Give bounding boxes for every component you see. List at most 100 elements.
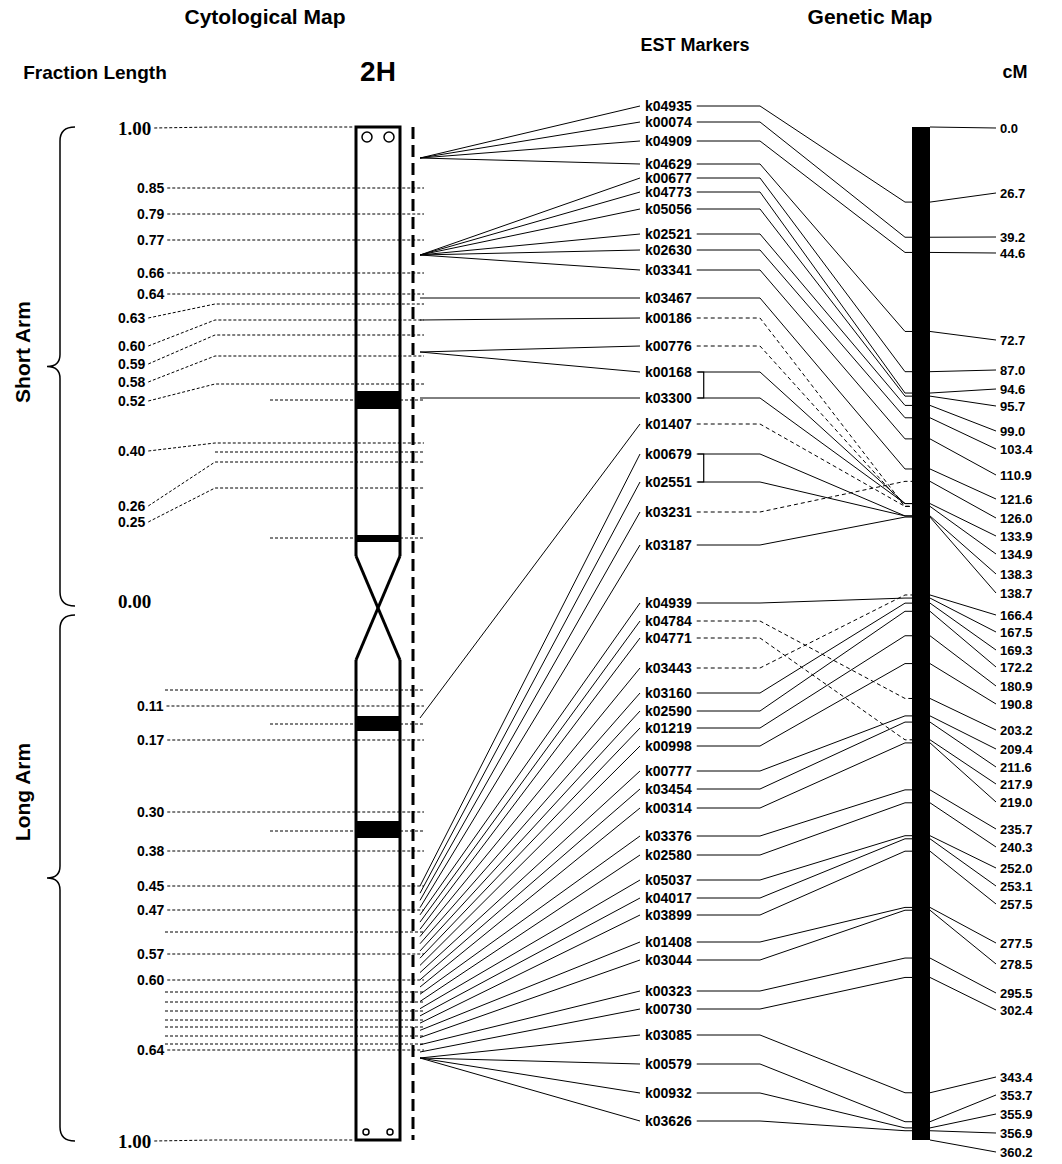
- marker-name: k02521: [645, 227, 692, 241]
- fraction-value: 0.40: [118, 444, 145, 458]
- telomere-circle: [387, 1129, 393, 1135]
- marker-leader: [420, 1035, 640, 1058]
- cm-value: 99.0: [1000, 425, 1025, 438]
- marker-leader: [420, 106, 640, 158]
- marker-to-cm-line: [697, 977, 912, 1009]
- marker-to-cm-line: [697, 250, 912, 418]
- marker-name: k04939: [645, 596, 692, 610]
- marker-to-cm-line: [697, 958, 912, 991]
- fraction-value: 0.85: [137, 181, 164, 195]
- chromosome-outline: [356, 660, 400, 1140]
- marker-leader: [420, 209, 640, 255]
- marker-to-cm-line: [697, 424, 912, 506]
- marker-name: k04773: [645, 185, 692, 199]
- marker-name: k05037: [645, 873, 692, 887]
- cm-value: 94.6: [1000, 383, 1025, 396]
- cm-value: 343.4: [1000, 1071, 1033, 1084]
- fraction-leader: [154, 1140, 354, 1141]
- cm-value: 278.5: [1000, 958, 1033, 971]
- cm-value: 167.5: [1000, 626, 1033, 639]
- cm-leader: [930, 405, 996, 431]
- marker-leader: [420, 1058, 640, 1121]
- telomere-circle: [384, 132, 394, 142]
- linkage-bar: [912, 127, 930, 1140]
- marker-name: k00186: [645, 311, 692, 325]
- cm-value: 240.3: [1000, 841, 1033, 854]
- marker-to-cm-line: [697, 298, 912, 469]
- cm-leader: [930, 958, 996, 993]
- marker-name: k00074: [645, 115, 692, 129]
- cm-leader: [930, 722, 996, 767]
- marker-name: k03899: [645, 908, 692, 922]
- marker-leader: [420, 603, 640, 915]
- cm-value: 138.7: [1000, 587, 1033, 600]
- fraction-leader: [270, 831, 424, 832]
- fraction-value: 0.17: [137, 733, 164, 747]
- fraction-leader: [215, 452, 424, 453]
- marker-name: k03160: [645, 686, 692, 700]
- cm-value: 190.8: [1000, 698, 1033, 711]
- marker-leader: [420, 1058, 640, 1093]
- fraction-value: 0.00: [118, 592, 151, 611]
- fraction-leader: [165, 1036, 424, 1037]
- marker-leader: [420, 178, 640, 255]
- fraction-value: 0.30: [137, 805, 164, 819]
- cm-leader: [930, 836, 996, 868]
- fraction-value: 0.59: [118, 357, 145, 371]
- marker-name: k02590: [645, 704, 692, 718]
- fraction-leader: [167, 812, 424, 813]
- telomere-circle: [363, 1129, 369, 1135]
- marker-to-cm-line: [697, 836, 912, 880]
- marker-leader: [420, 728, 640, 958]
- marker-to-cm-line: [697, 454, 912, 516]
- marker-leader: [420, 991, 640, 1045]
- marker-leader: [420, 880, 640, 1009]
- cm-value: 253.1: [1000, 880, 1033, 893]
- marker-to-cm-line: [697, 803, 912, 855]
- cm-value: 180.9: [1000, 680, 1033, 693]
- marker-to-cm-line: [697, 481, 912, 512]
- marker-name: k04771: [645, 631, 692, 645]
- marker-name: k03454: [645, 782, 692, 796]
- marker-name: k03626: [645, 1114, 692, 1128]
- cm-value: 110.9: [1000, 469, 1032, 482]
- fraction-leader: [165, 1027, 424, 1028]
- cm-value: 0.0: [1000, 122, 1018, 135]
- cm-leader: [930, 481, 996, 518]
- fraction-leader: [167, 954, 424, 955]
- arm-label: Short Arm: [12, 301, 33, 403]
- fraction-leader: [148, 462, 424, 506]
- cm-leader: [930, 839, 996, 886]
- marker-leader: [420, 789, 640, 980]
- cm-value: 355.9: [1000, 1108, 1033, 1121]
- marker-to-cm-line: [697, 209, 912, 396]
- cm-value: 360.2: [1000, 1146, 1033, 1159]
- marker-leader: [420, 638, 640, 929]
- unit-label: cM: [1002, 63, 1027, 81]
- marker-leader: [420, 298, 640, 299]
- cm-leader: [930, 1131, 996, 1133]
- marker-to-cm-line: [697, 234, 912, 405]
- cm-leader: [930, 127, 996, 128]
- marker-name: k04017: [645, 891, 692, 905]
- fraction-value: 0.77: [137, 233, 164, 247]
- cm-value: 295.5: [1000, 987, 1033, 1000]
- marker-leader: [420, 942, 640, 1030]
- marker-to-cm-line: [697, 722, 912, 789]
- arm-brace: [47, 127, 75, 606]
- cm-leader: [930, 252, 996, 254]
- fraction-leader: [270, 400, 424, 401]
- header-title: Cytological Map: [184, 6, 345, 27]
- fraction-value: 0.79: [137, 207, 164, 221]
- cm-leader: [930, 331, 996, 340]
- marker-leader: [420, 1009, 640, 1052]
- column-heading: Fraction Length: [23, 63, 167, 82]
- marker-name: k00777: [645, 764, 692, 778]
- cm-leader: [930, 469, 996, 499]
- cm-value: 356.9: [1000, 1127, 1033, 1140]
- marker-to-cm-line: [697, 122, 912, 237]
- fraction-value: 1.00: [118, 1132, 151, 1151]
- cm-value: 121.6: [1000, 493, 1033, 506]
- fraction-leader: [270, 724, 424, 725]
